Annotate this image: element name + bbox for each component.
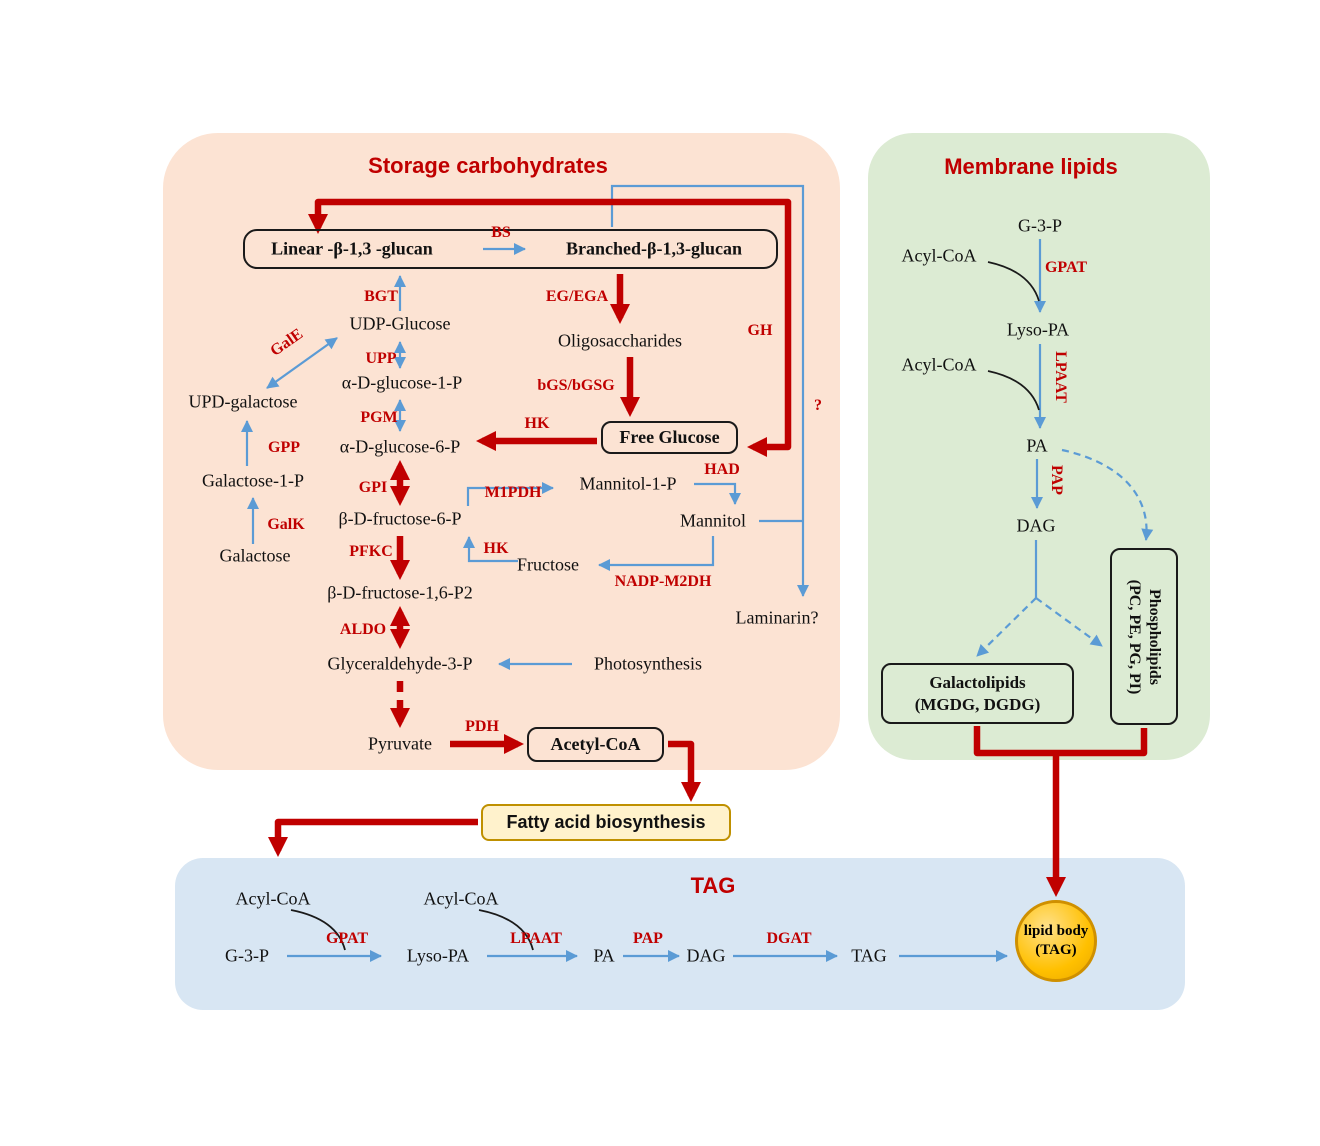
fatty-acid-biosynthesis-label: Fatty acid biosynthesis (506, 812, 706, 833)
membrane-acylcoa1-curve (987, 261, 1040, 302)
membrane-enzyme-gpat: GPAT (1044, 259, 1088, 276)
dag-phospholipids-arrow (1035, 597, 1103, 647)
lipid-body-sublabel: (TAG) (1035, 942, 1077, 958)
tag-acylcoa1-curve (290, 909, 346, 951)
node-laminarin: Laminarin? (735, 607, 819, 628)
tag-node-dag: DAG (686, 945, 726, 966)
lipid-body-label: lipid body (1023, 922, 1089, 939)
membrane-bracket (973, 726, 1148, 757)
membrane-enzyme-lpaat: LPAAT (1052, 351, 1069, 403)
membrane-lipids-panel (868, 133, 1210, 760)
membrane-node-lyso-pa: Lyso-PA (1006, 319, 1070, 340)
enzyme-bgs-bgsg: bGS/bGSG (537, 377, 615, 394)
free-glucose-box: Free Glucose (601, 421, 738, 454)
nadp-m2dh-arrow (598, 536, 715, 571)
membrane-acylcoa2-curve (987, 370, 1040, 411)
enzyme-upp: UPP (365, 350, 397, 367)
node-branched-glucan: Branched-β-1,3-glucan (566, 238, 742, 259)
enzyme-bgt: BGT (364, 288, 398, 305)
membrane-node-pa: PA (1026, 435, 1048, 456)
storage-panel-title: Storage carbohydrates (368, 153, 608, 178)
tag-enzyme-pap: PAP (633, 930, 663, 947)
node-photosynthesis: Photosynthesis (593, 653, 703, 674)
tag-node-tag: TAG (851, 945, 887, 966)
node-galactose: Galactose (219, 545, 291, 566)
node-oligosaccharides: Oligosaccharides (558, 330, 682, 351)
tag-node-g3p: G-3-P (225, 945, 269, 966)
m1pdh-arrow (466, 482, 554, 506)
enzyme-eg-ega: EG/EGA (545, 288, 609, 305)
lipid-body-circle: lipid body (TAG) (1015, 900, 1097, 982)
phospholipids-sublabel: (PC, PE, PG, PI) (1126, 579, 1143, 694)
tag-node-acyl-coa-1: Acyl-CoA (235, 888, 311, 909)
hk-fructose-arrow (463, 536, 518, 563)
node-galactose-1p: Galactose-1-P (202, 470, 304, 491)
membrane-node-dag: DAG (1016, 515, 1056, 536)
tag-enzyme-gpat: GPAT (325, 930, 369, 947)
membrane-panel-title: Membrane lipids (944, 154, 1118, 179)
question-mark-label: ? (814, 397, 822, 414)
galactolipids-box: Galactolipids (MGDG, DGDG) (881, 663, 1074, 724)
membrane-node-acyl-coa-2: Acyl-CoA (901, 354, 977, 375)
gh-pathway (308, 198, 792, 457)
tag-node-lyso-pa: Lyso-PA (406, 945, 470, 966)
enzyme-pfkc: PFKC (349, 543, 393, 560)
node-upd-galactose: UPD-galactose (188, 391, 298, 412)
enzyme-gpi: GPI (358, 479, 388, 496)
phospholipids-box: Phospholipids (PC, PE, PG, PI) (1110, 548, 1178, 725)
tag-node-pa: PA (593, 945, 615, 966)
had-arrow (694, 482, 741, 505)
branched-glucan-laminarin-arrow (610, 184, 809, 597)
galactolipids-label: Galactolipids (929, 673, 1026, 693)
enzyme-aldo: ALDO (339, 621, 387, 638)
node-mannitol-1p: Mannitol-1-P (579, 473, 677, 494)
node-fructose-16p2: β-D-fructose-1,6-P2 (327, 582, 473, 603)
galactolipids-sublabel: (MGDG, DGDG) (914, 694, 1041, 714)
node-glucose-6p: α-D-glucose-6-P (339, 436, 461, 457)
enzyme-hk-fructose: HK (483, 540, 509, 557)
membrane-node-acyl-coa-1: Acyl-CoA (901, 245, 977, 266)
node-free-glucose: Free Glucose (619, 427, 720, 448)
enzyme-pdh: PDH (465, 718, 499, 735)
enzyme-bs: BS (491, 224, 511, 241)
enzyme-pgm: PGM (360, 409, 398, 426)
fatty-acid-biosynthesis-box: Fatty acid biosynthesis (481, 804, 731, 841)
node-glucose-1p: α-D-glucose-1-P (341, 372, 463, 393)
tag-enzyme-dgat: DGAT (766, 930, 812, 947)
acyl-coa-curves (290, 261, 1040, 951)
fatty-tag-path (268, 818, 478, 857)
node-fructose: Fructose (517, 554, 579, 575)
membrane-enzyme-pap: PAP (1048, 465, 1065, 495)
enzyme-hk-glucose: HK (524, 415, 550, 432)
enzyme-galk: GalK (267, 516, 305, 533)
tag-acylcoa2-curve (478, 909, 534, 951)
pa-phospholipids-curve (1061, 448, 1154, 541)
tag-node-acyl-coa-2: Acyl-CoA (423, 888, 499, 909)
phospholipids-label: Phospholipids (1146, 588, 1163, 685)
membrane-node-g3p: G-3-P (1018, 215, 1062, 236)
node-pyruvate: Pyruvate (368, 733, 432, 754)
enzyme-m1pdh: M1PDH (484, 484, 542, 501)
enzyme-gpp: GPP (268, 439, 300, 456)
acetyl-fatty-path (668, 740, 701, 802)
dag-galactolipids-arrow (976, 597, 1037, 657)
red-arrows (268, 198, 1148, 897)
enzyme-had: HAD (704, 461, 740, 478)
node-acetyl-coa: Acetyl-CoA (550, 734, 641, 755)
tag-panel-title: TAG (690, 873, 736, 898)
acetyl-coa-box: Acetyl-CoA (527, 727, 664, 762)
node-mannitol: Mannitol (680, 510, 746, 531)
node-glyceraldehyde-3p: Glyceraldehyde-3-P (327, 653, 473, 674)
node-linear-glucan: Linear -β-1,3 -glucan (271, 238, 433, 259)
tag-enzyme-lpaat: LPAAT (510, 930, 562, 947)
node-udp-glucose: UDP-Glucose (349, 313, 451, 334)
enzyme-gh: GH (747, 322, 773, 339)
node-fructose-6p: β-D-fructose-6-P (338, 508, 462, 529)
enzyme-nadp-m2dh: NADP-M2DH (614, 573, 712, 590)
